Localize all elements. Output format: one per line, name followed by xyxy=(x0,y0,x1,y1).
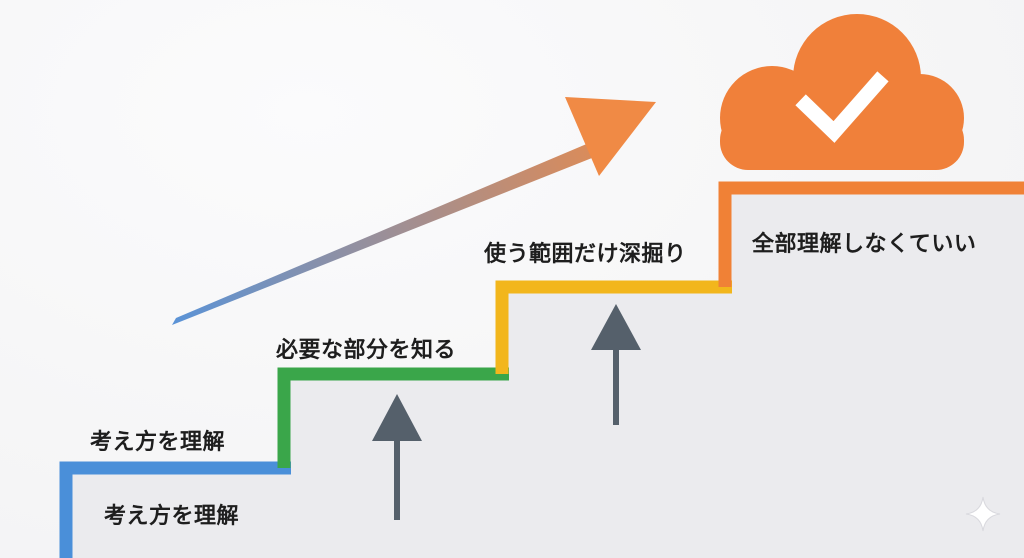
step-edge-2 xyxy=(277,367,509,468)
step-label-4: 全部理解しなくていい xyxy=(752,232,977,257)
step-label-3: 使う範囲だけ深掘り xyxy=(484,242,687,267)
up-arrow-icon xyxy=(591,304,641,425)
base-step-label: 考え方を理解 xyxy=(104,504,240,529)
trend-arrow-icon xyxy=(172,97,656,325)
step-label-2: 必要な部分を知る xyxy=(276,338,457,363)
cloud-check-icon xyxy=(720,14,964,170)
staircase-fill xyxy=(70,192,1024,558)
step-edge-4 xyxy=(718,181,1024,287)
step-edge-3 xyxy=(495,280,732,374)
sparkle-icon xyxy=(965,496,1001,532)
step-edge-1 xyxy=(59,461,291,558)
up-arrow-icon xyxy=(372,394,422,520)
step-label-1: 考え方を理解 xyxy=(90,430,226,455)
